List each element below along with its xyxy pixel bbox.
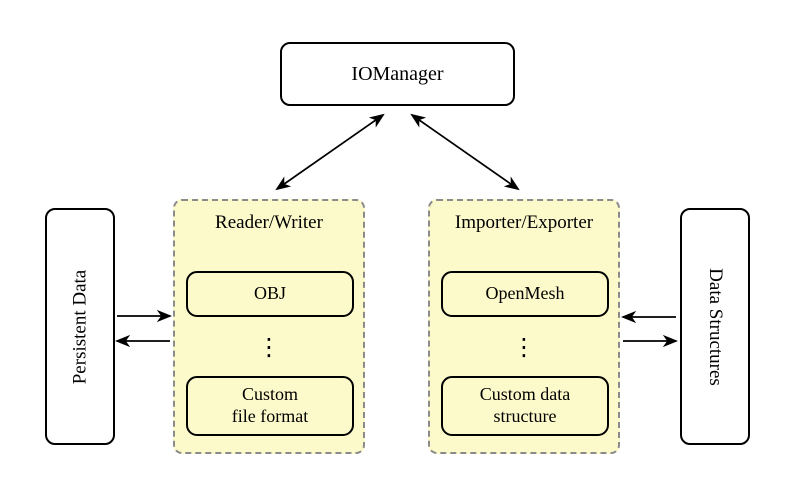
custom-file-format-label: Custom file format: [231, 384, 309, 426]
arrow-iomanager-reader-writer: [275, 113, 385, 191]
data-structures-label: Data Structures: [705, 267, 726, 386]
openmesh-label: OpenMesh: [485, 283, 565, 304]
reader-writer-group: Reader/Writer OBJ ⋮ Custom file format: [173, 199, 365, 454]
reader-writer-title: Reader/Writer: [215, 212, 323, 233]
persistent-data-box: Persistent Data: [45, 208, 115, 445]
iomanager-label: IOManager: [351, 62, 444, 85]
vertical-ellipsis-right: ⋮: [512, 333, 536, 361]
custom-data-structure-box: Custom data structure: [441, 376, 609, 436]
importer-exporter-group: Importer/Exporter OpenMesh ⋮ Custom data…: [428, 199, 620, 454]
custom-file-format-box: Custom file format: [186, 376, 354, 436]
importer-exporter-title: Importer/Exporter: [454, 212, 594, 233]
vertical-ellipsis-left: ⋮: [257, 333, 281, 361]
arrow-iomanager-importer-exporter: [410, 113, 520, 191]
custom-data-structure-label: Custom data structure: [479, 384, 571, 426]
data-structures-box: Data Structures: [680, 208, 750, 445]
obj-box: OBJ: [186, 271, 354, 317]
persistent-data-label: Persistent Data: [69, 269, 91, 384]
openmesh-box: OpenMesh: [441, 271, 609, 317]
obj-label: OBJ: [253, 283, 286, 304]
iomanager-box: IOManager: [280, 42, 515, 106]
